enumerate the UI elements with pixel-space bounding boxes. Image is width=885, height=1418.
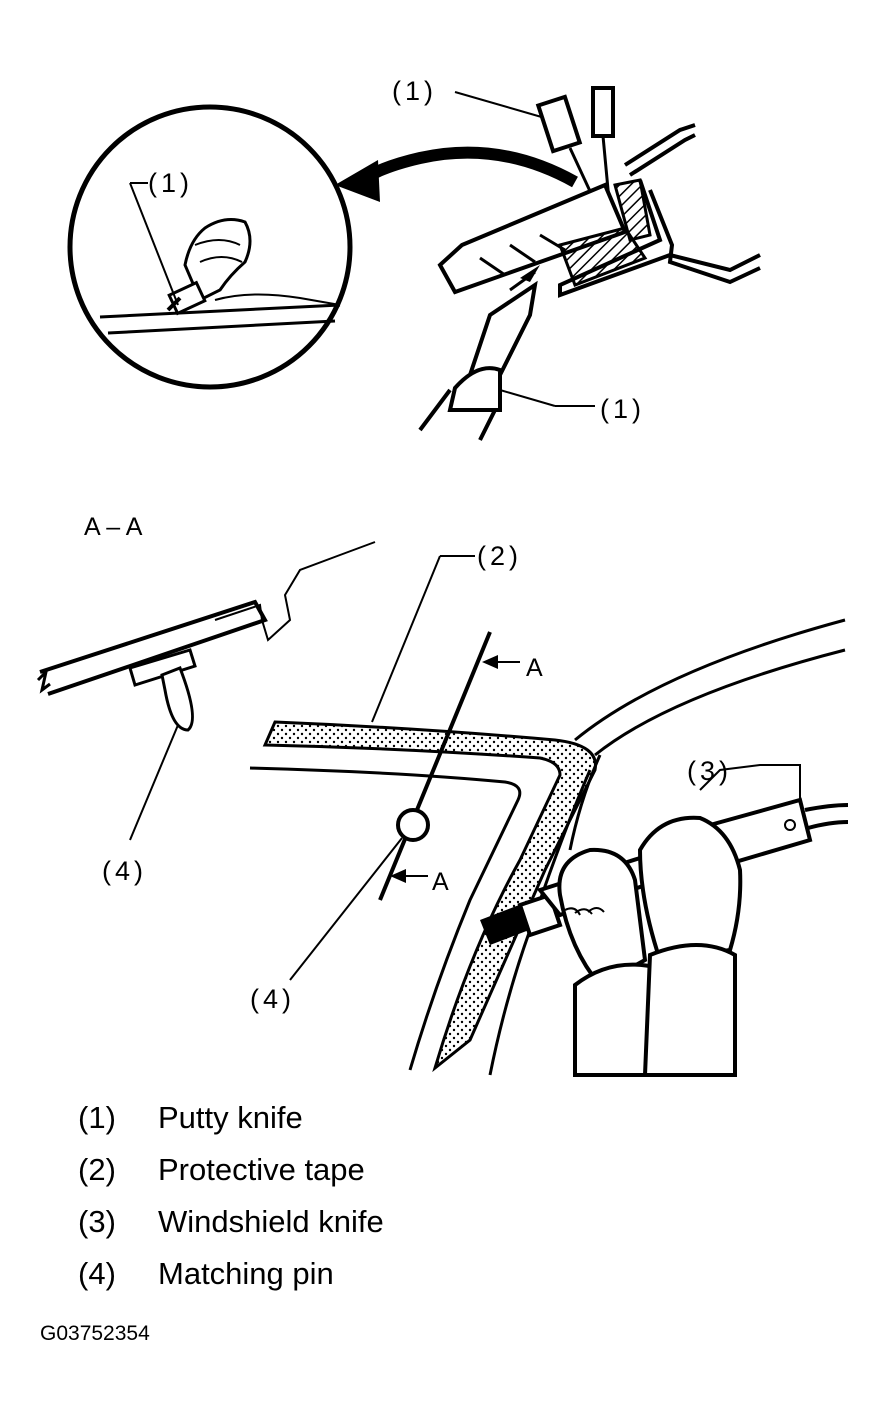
legend-text: Putty knife: [158, 1100, 303, 1135]
legend-number: (3): [78, 1204, 116, 1239]
section-aa-view: [36, 541, 376, 841]
windshield-removal-illustration: (1) (1) (1) A – A: [36, 76, 849, 1077]
circle-callout-1: (1): [148, 168, 193, 198]
detail-circle: [67, 104, 353, 390]
windshield-knife-callout-3: (3): [687, 756, 732, 786]
pin-callout-4: (4): [250, 984, 295, 1014]
section-arrow-bottom: A: [432, 868, 449, 896]
legend-number: (4): [78, 1256, 116, 1291]
legend-text: Matching pin: [158, 1256, 334, 1291]
magnify-arrow: [335, 146, 578, 202]
legend-item: (2) Protective tape: [78, 1144, 384, 1196]
top-detail-section: [418, 86, 761, 441]
tape-callout-2: (2): [477, 541, 522, 571]
figure-code: G03752354: [40, 1322, 150, 1345]
knife-callout-1: (1): [600, 394, 645, 424]
section-pin-label: (4): [102, 856, 147, 886]
legend-item: (4) Matching pin: [78, 1248, 384, 1300]
legend: (1) Putty knife (2) Protective tape (3) …: [78, 1092, 384, 1300]
top-callout-1: (1): [392, 76, 437, 106]
legend-item: (1) Putty knife: [78, 1092, 384, 1144]
legend-text: Windshield knife: [158, 1204, 384, 1239]
legend-text: Protective tape: [158, 1152, 365, 1187]
legend-number: (2): [78, 1152, 116, 1187]
section-title: A – A: [84, 513, 143, 541]
windshield-corner-view: [249, 555, 849, 1077]
legend-number: (1): [78, 1100, 116, 1135]
section-arrow-top: A: [526, 654, 543, 682]
legend-item: (3) Windshield knife: [78, 1196, 384, 1248]
